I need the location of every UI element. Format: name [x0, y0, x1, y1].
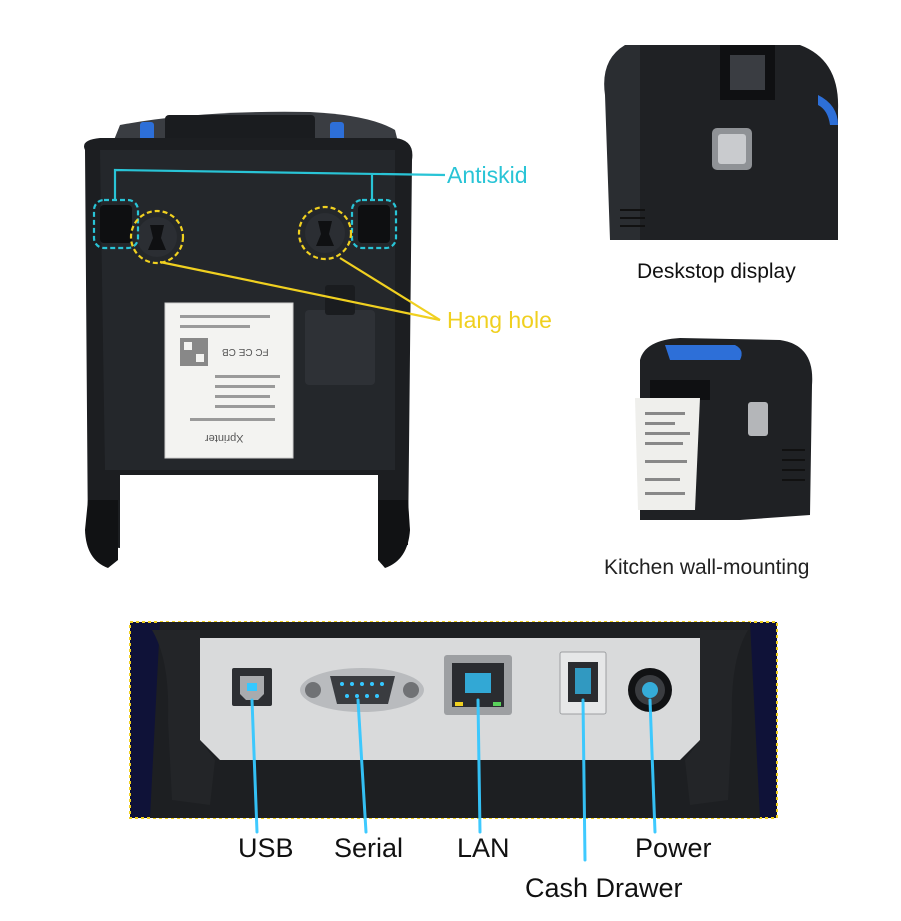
port-label-cash-drawer: Cash Drawer [525, 873, 683, 903]
port-label-usb: USB [238, 833, 294, 863]
port-label-serial: Serial [334, 833, 404, 863]
hang-hole-callout: Hang hole [447, 307, 552, 333]
port-label-power: Power [635, 833, 712, 863]
desktop-caption: Deskstop display [637, 260, 796, 283]
antiskid-callout: Antiskid [447, 162, 528, 188]
kitchen-caption: Kitchen wall-mounting [604, 556, 810, 579]
port-label-lan: LAN [457, 833, 510, 863]
